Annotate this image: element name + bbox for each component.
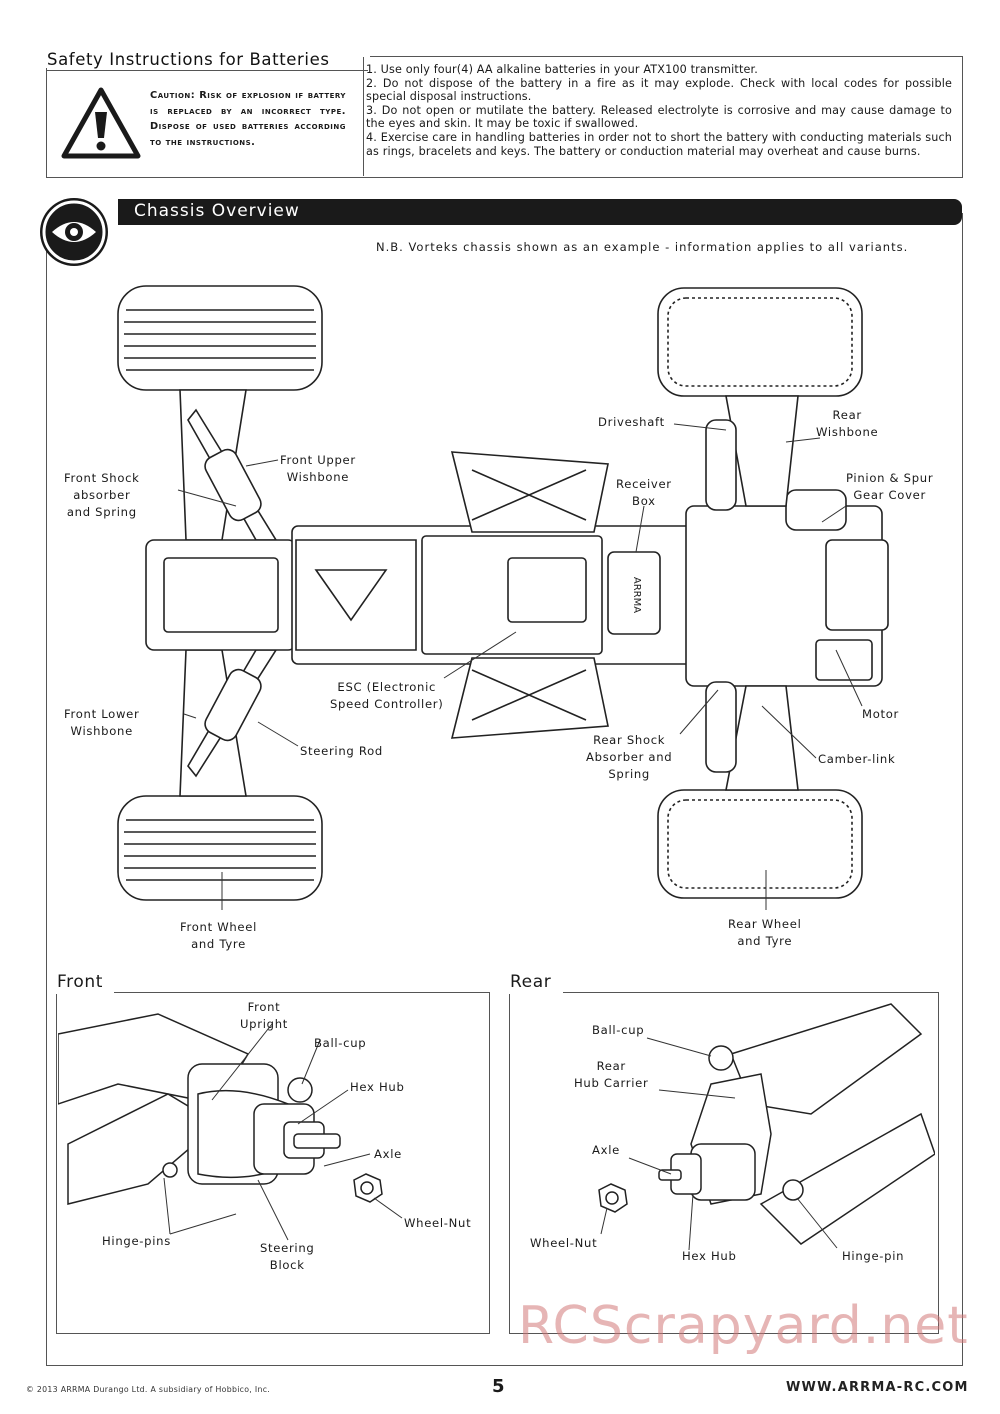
rear-right-wheel [657,789,863,899]
chassis-diagram: ARRMA [117,285,889,910]
callout-lines [177,423,863,910]
label-rear-wheelnut: Wheel-Nut [530,1236,598,1250]
safety-box [46,56,963,178]
label-steering-rod: Steering Rod [300,744,383,758]
label-front-hexhub: Hex Hub [350,1080,405,1094]
label-front-wheelnut: Wheel-Nut [404,1216,472,1230]
front-left-wheel [117,285,323,391]
label-front-shock: Front Shock absorber and Spring [64,471,140,519]
rule-1: 1. Use only four(4) AA alkaline batterie… [366,63,758,76]
safety-divider [363,57,364,176]
eye-icon [42,200,106,264]
watermark: RCScrapyard.net [518,1296,969,1356]
label-front-lower-wishbone: Front Lower Wishbone [64,707,140,738]
front-title-bg [54,970,114,994]
label-rear-hubcarrier: Rear Hub Carrier [574,1059,649,1090]
safety-title: Safety Instructions for Batteries [47,50,330,69]
safety-title-underline [46,70,368,71]
rear-title-bg [507,970,563,994]
label-camber-link: Camber-link [818,752,896,766]
label-rear-wishbone: Rear Wishbone [816,408,879,439]
section-title: Chassis Overview [134,201,300,221]
label-rear-hexhub: Hex Hub [682,1249,737,1263]
website-link[interactable]: WWW.ARRMA-RC.COM [786,1380,969,1395]
rear-hub-diagram [598,1003,935,1251]
label-front-upper-wishbone: Front Upper Wishbone [280,453,356,484]
front-hub-diagram [58,1013,403,1241]
label-pinion-spur-cover: Pinion & Spur Gear Cover [846,471,934,502]
variant-note: N.B. Vorteks chassis shown as an example… [376,240,909,254]
receiver-logo: ARRMA [631,577,642,613]
label-front-steering-block: Steering Block [260,1241,315,1272]
front-right-wheel [117,795,323,901]
label-front-ballcup: Ball-cup [314,1036,367,1050]
label-rear-shock: Rear Shock Absorber and Spring [586,733,673,781]
section-header-bar [118,199,962,225]
copyright: © 2013 ARRMA Durango Ltd. A subsidiary o… [26,1385,271,1394]
label-motor: Motor [862,707,900,721]
battery-rules: 1. Use only four(4) AA alkaline batterie… [366,63,952,158]
rear-title: Rear [510,972,552,992]
rule-3: 3. Do not open or mutilate the battery. … [366,103,952,131]
warning-triangle-icon [61,87,141,159]
label-front-upright: Front Upright [240,1000,288,1031]
label-front-wheel: Front Wheel and Tyre [180,920,258,951]
page-number: 5 [492,1376,505,1397]
rear-left-wheel [657,287,863,397]
rear-callouts [600,1037,838,1251]
front-callouts [163,1023,403,1241]
rule-2: 2. Do not dispose of the battery in a fi… [366,76,952,104]
label-rear-hingepin: Hinge-pin [842,1249,905,1263]
label-esc: ESC (Electronic Speed Controller) [330,680,444,711]
label-driveshaft: Driveshaft [598,415,665,429]
front-title: Front [57,972,103,992]
caution-text: Caution: Risk of explosion if battery is… [150,90,346,148]
label-rear-wheel: Rear Wheel and Tyre [728,917,802,948]
label-front-axle: Axle [374,1147,402,1161]
label-rear-axle: Axle [592,1143,620,1157]
label-front-hingepins: Hinge-pins [102,1234,171,1248]
safety-title-bg [44,46,370,68]
rule-4: 4. Exercise care in handling batteries i… [366,130,952,158]
label-rear-ballcup: Ball-cup [592,1023,645,1037]
label-receiver-box: Receiver Box [616,477,672,508]
